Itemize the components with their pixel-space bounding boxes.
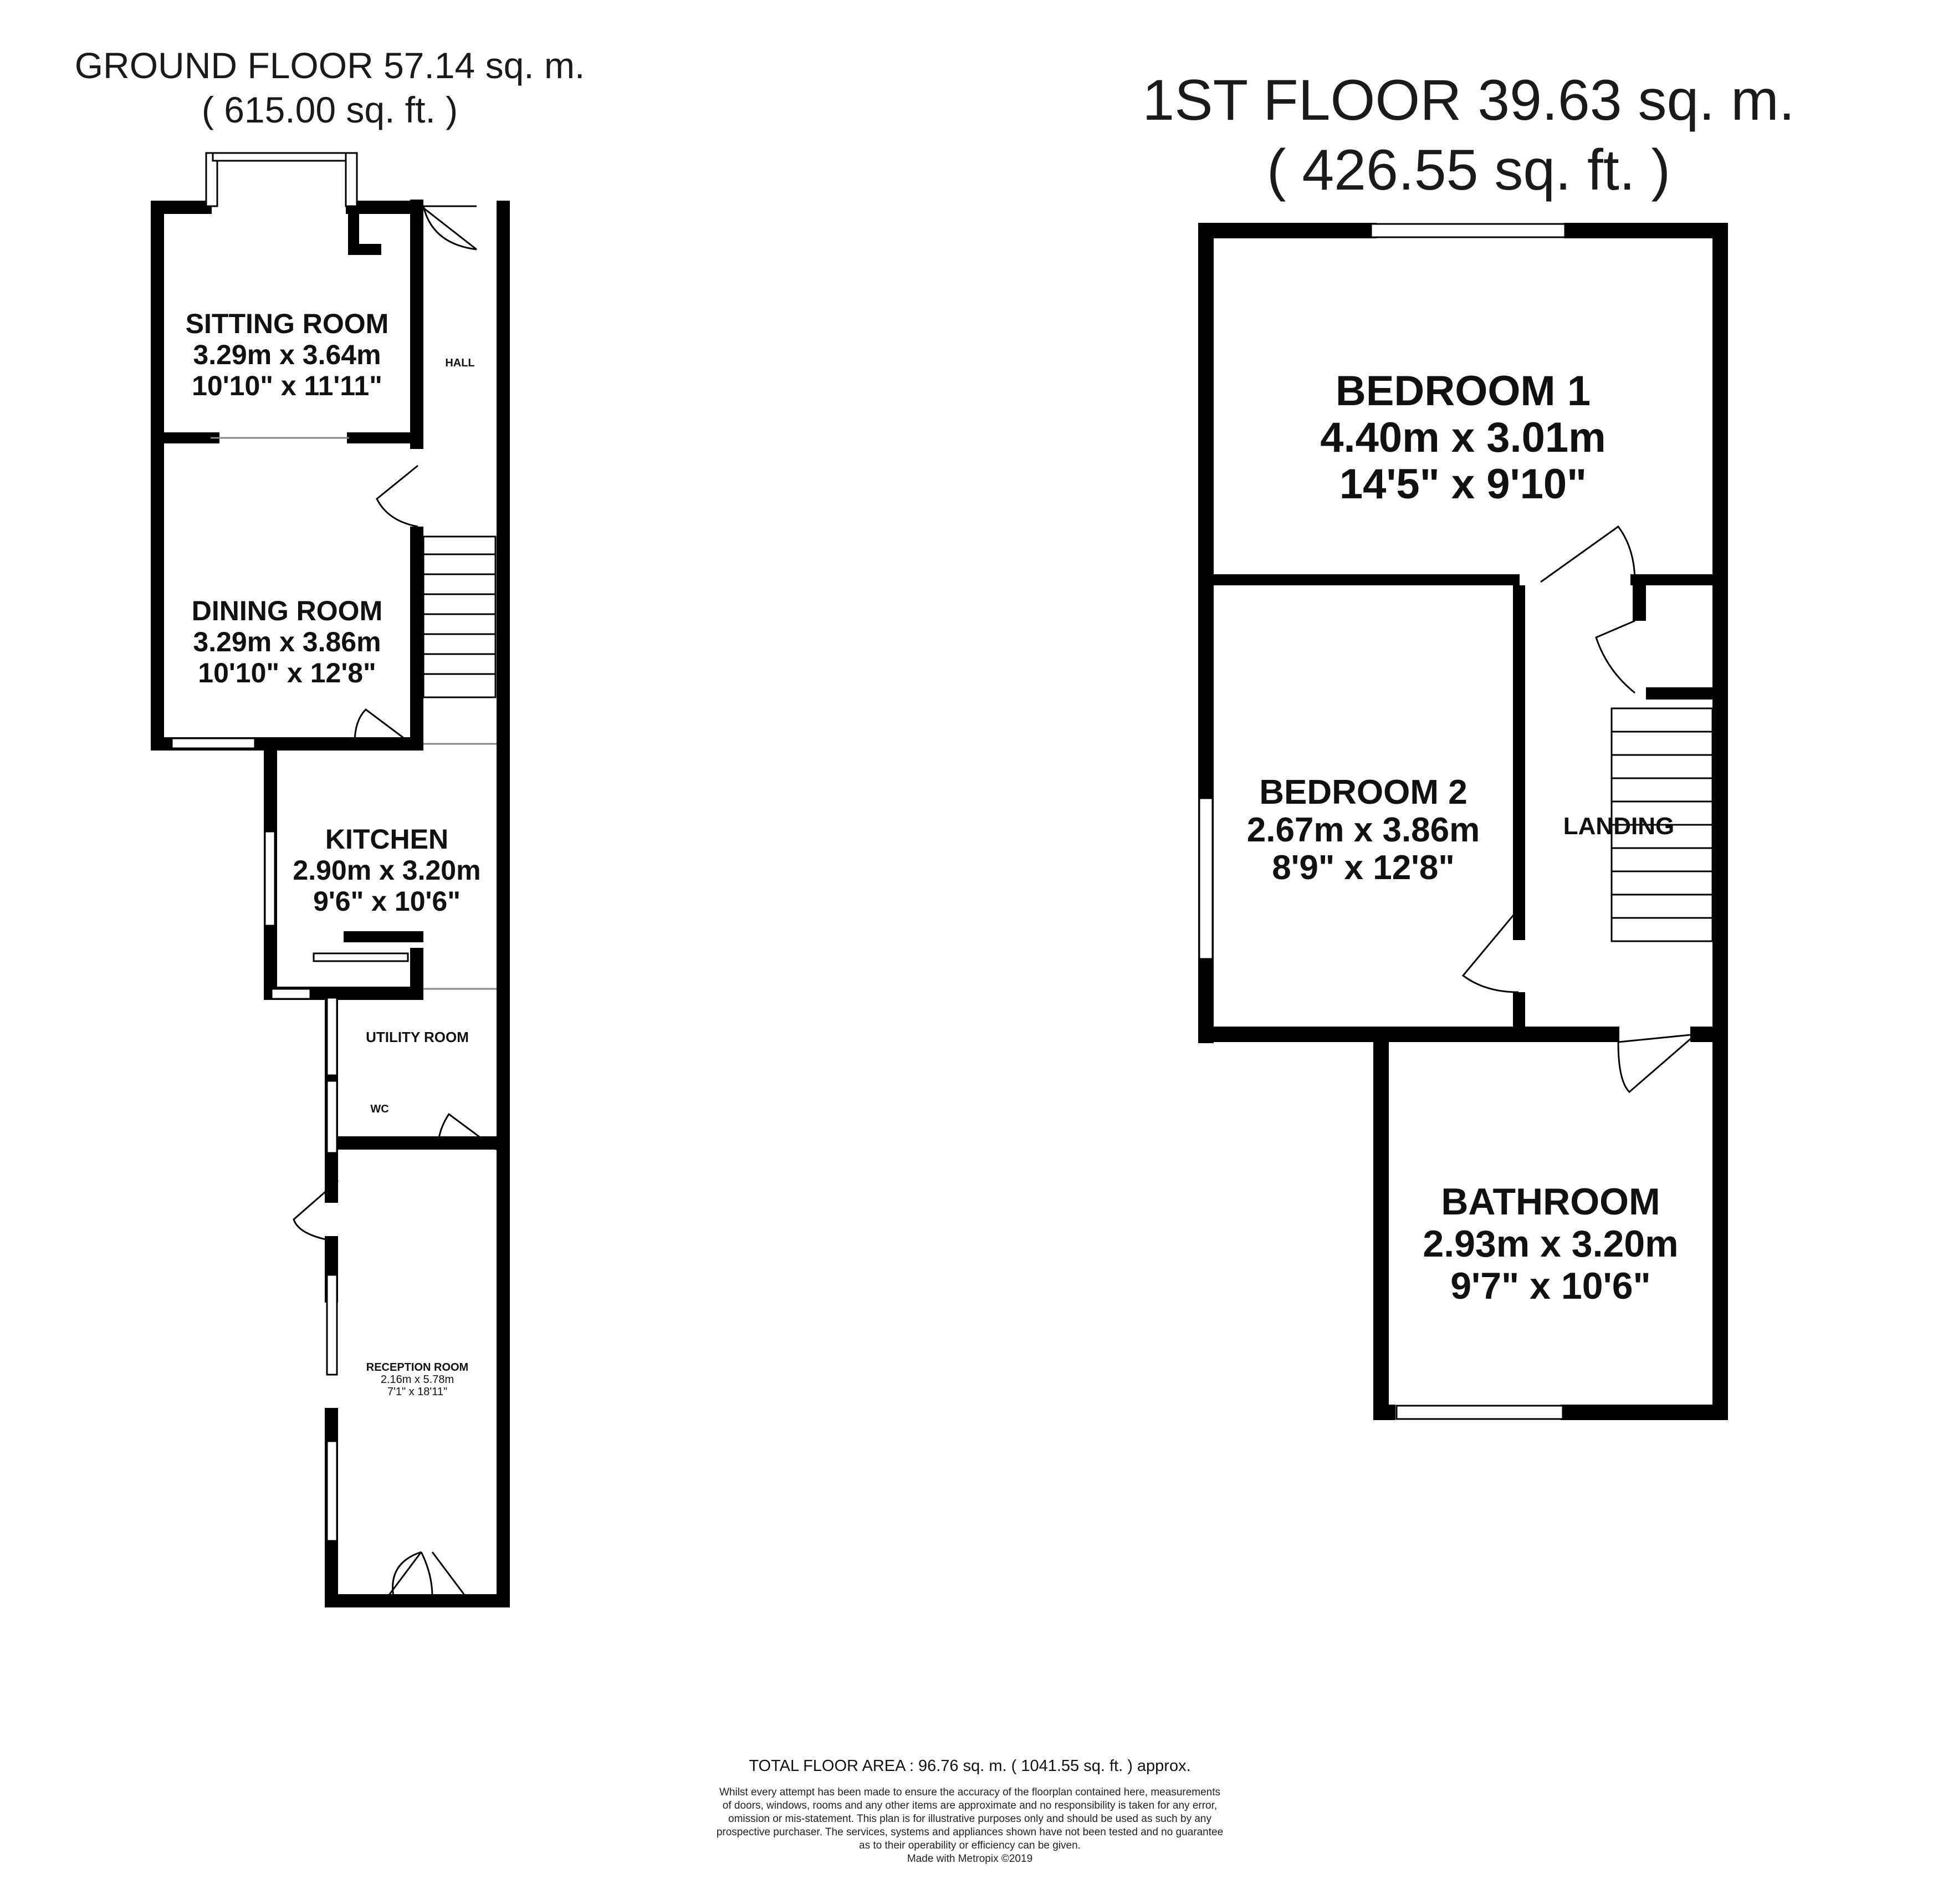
- room-imperial: 8'9" x 12'8": [1272, 849, 1455, 887]
- room-label-hall: HALL: [423, 357, 497, 369]
- first-floor-title: 1ST FLOOR 39.63 sq. m. ( 426.55 sq. ft. …: [1053, 65, 1884, 205]
- room-name: BATHROOM: [1441, 1181, 1660, 1223]
- first-floor-plan: [1198, 223, 1728, 1420]
- room-label-dining-room: DINING ROOM 3.29m x 3.86m 10'10" x 12'8": [164, 595, 410, 688]
- room-name: HALL: [445, 357, 475, 369]
- disclaimer-line: Whilst every attempt has been made to en…: [719, 1786, 1221, 1798]
- room-metric: 4.40m x 3.01m: [1320, 414, 1606, 461]
- first-floor-doors: [1461, 525, 1696, 1094]
- disclaimer-line: as to their operability or efficiency ca…: [859, 1840, 1081, 1851]
- first-floor-area-sqft: ( 426.55 sq. ft. ): [1266, 138, 1671, 202]
- ground-floor-doors: [211, 205, 497, 1597]
- room-label-bedroom-2: BEDROOM 2 2.67m x 3.86m 8'9" x 12'8": [1214, 774, 1513, 887]
- room-imperial: 10'10" x 11'11": [192, 370, 382, 401]
- ground-floor-area: GROUND FLOOR 57.14 sq. m.: [74, 45, 585, 86]
- first-floor-area: 1ST FLOOR 39.63 sq. m.: [1142, 68, 1795, 132]
- room-label-utility-room: UTILITY ROOM: [338, 1029, 497, 1045]
- room-metric: 2.16m x 5.78m: [380, 1374, 454, 1386]
- room-metric: 2.67m x 3.86m: [1246, 811, 1480, 849]
- room-name: LANDING: [1563, 813, 1675, 840]
- room-label-kitchen: KITCHEN 2.90m x 3.20m 9'6" x 10'6": [277, 824, 497, 917]
- first-floor-walls: [1198, 223, 1728, 1420]
- first-floor-stairs: [1610, 707, 1714, 942]
- room-imperial: 9'7" x 10'6": [1450, 1265, 1651, 1307]
- ground-floor-windows: [171, 152, 409, 1542]
- room-imperial: 7'1" x 18'11": [387, 1386, 448, 1398]
- disclaimer-line: prospective purchaser. The services, sys…: [716, 1826, 1224, 1838]
- ground-floor-title: GROUND FLOOR 57.14 sq. m. ( 615.00 sq. f…: [22, 43, 637, 132]
- room-metric: 3.29m x 3.86m: [193, 626, 381, 657]
- disclaimer: Whilst every attempt has been made to en…: [610, 1786, 1330, 1866]
- disclaimer-line: of doors, windows, rooms and any other i…: [722, 1800, 1218, 1811]
- room-imperial: 10'10" x 12'8": [198, 657, 376, 688]
- room-label-bedroom-1: BEDROOM 1 4.40m x 3.01m 14'5" x 9'10": [1214, 368, 1712, 508]
- room-name: UTILITY ROOM: [366, 1029, 469, 1045]
- room-name: BEDROOM 2: [1259, 773, 1468, 811]
- room-metric: 2.93m x 3.20m: [1423, 1223, 1679, 1265]
- first-floor-windows: [1198, 223, 1566, 1420]
- room-metric: 2.90m x 3.20m: [293, 855, 481, 886]
- room-label-bathroom: BATHROOM 2.93m x 3.20m 9'7" x 10'6": [1389, 1181, 1712, 1307]
- room-name: KITCHEN: [325, 824, 449, 855]
- ground-floor-area-sqft: ( 615.00 sq. ft. ): [201, 89, 458, 130]
- room-imperial: 14'5" x 9'10": [1339, 461, 1587, 508]
- room-name: BEDROOM 1: [1335, 367, 1591, 415]
- credit: Made with Metropix ©2019: [907, 1853, 1033, 1865]
- room-label-reception-room: RECEPTION ROOM 2.16m x 5.78m 7'1" x 18'1…: [338, 1361, 497, 1398]
- ground-floor-stairs: [422, 535, 497, 698]
- disclaimer-line: omission or mis-statement. This plan is …: [728, 1813, 1211, 1825]
- room-label-landing: LANDING: [1525, 813, 1712, 840]
- room-imperial: 9'6" x 10'6": [313, 886, 461, 917]
- ground-floor-plan: [151, 152, 510, 1607]
- room-metric: 3.29m x 3.64m: [193, 339, 381, 370]
- room-label-sitting-room: SITTING ROOM 3.29m x 3.64m 10'10" x 11'1…: [164, 308, 410, 401]
- room-label-wc: WC: [349, 1103, 410, 1115]
- room-name: SITTING ROOM: [185, 308, 389, 339]
- room-name: RECEPTION ROOM: [366, 1361, 469, 1374]
- room-name: DINING ROOM: [191, 595, 383, 626]
- room-name: WC: [370, 1103, 389, 1115]
- total-floor-area: TOTAL FLOOR AREA : 96.76 sq. m. ( 1041.5…: [749, 1757, 1191, 1775]
